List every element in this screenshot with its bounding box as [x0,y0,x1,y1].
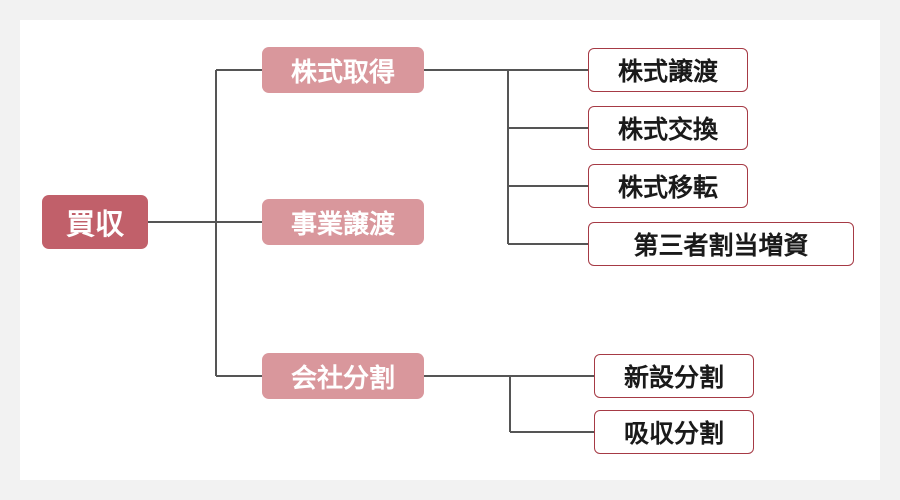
leaf-node-absorption-split: 吸収分割 [594,410,754,454]
branch-node-label: 株式取得 [290,57,395,88]
leaf-node-share-transfer-holding: 株式移転 [588,164,748,208]
leaf-node-incorporation-split: 新設分割 [594,354,754,398]
leaf-node-label: 株式譲渡 [617,57,718,86]
branch-node-stock-acquisition: 株式取得 [262,47,424,93]
leaf-node-label: 新設分割 [623,363,724,392]
leaf-node-label: 第三者割当増資 [633,231,809,260]
leaf-node-third-party-allotment: 第三者割当増資 [588,222,854,266]
branch-node-business-transfer: 事業譲渡 [262,199,424,245]
leaf-node-share-exchange: 株式交換 [588,106,748,150]
leaf-node-label: 吸収分割 [623,419,724,448]
leaf-node-label: 株式移転 [617,173,718,202]
root-node: 買収 [42,195,148,249]
branch-node-label: 会社分割 [290,363,395,394]
leaf-node-label: 株式交換 [617,115,718,144]
branch-node-label: 事業譲渡 [290,209,395,240]
branch-node-company-split: 会社分割 [262,353,424,399]
root-node-label: 買収 [65,207,124,241]
leaf-node-share-transfer: 株式譲渡 [588,48,748,92]
